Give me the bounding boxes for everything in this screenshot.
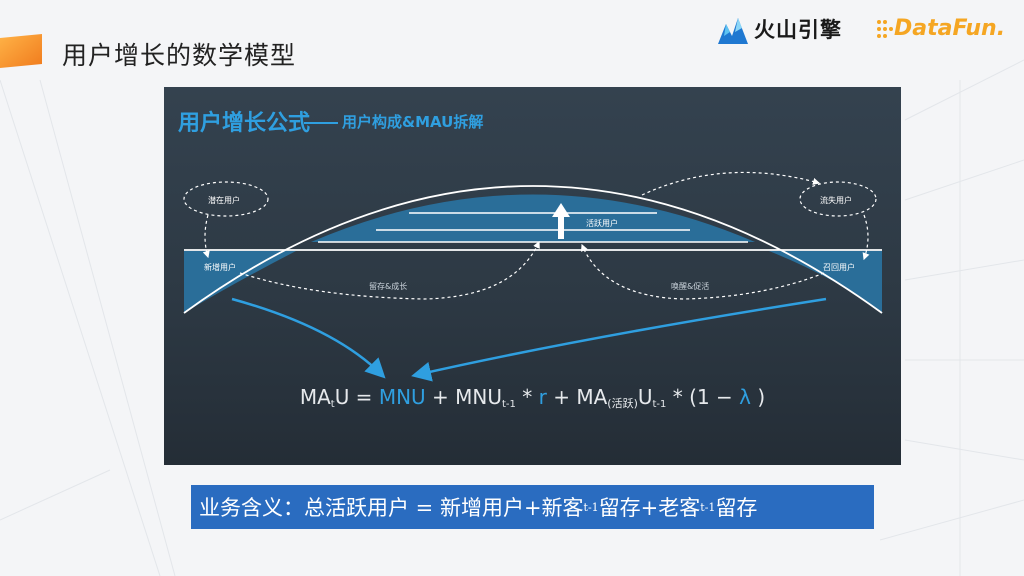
recall-to-formula-arrow xyxy=(411,297,827,382)
formula-mnu-prev: + MNU xyxy=(425,385,502,409)
datafun-wordmark: DataFun. xyxy=(894,16,1006,41)
volcano-engine-logo: 火山引擎 xyxy=(716,14,842,44)
formula-t1-sub: t-1 xyxy=(502,399,516,410)
panel-title: 用户增长公式 xyxy=(178,111,311,136)
formula-times: * xyxy=(515,385,539,409)
formula-ma: MA xyxy=(299,385,331,409)
mau-formula: MAtU = MNU + MNUt-1 * r + MA(活跃)Ut-1 * (… xyxy=(164,385,901,411)
retention-arrow xyxy=(239,240,540,300)
label-wake-activate: 唤醒&促活 xyxy=(671,282,710,291)
panel-subtitle: 用户构成&MAU拆解 xyxy=(342,113,484,131)
formula-close: ) xyxy=(750,385,766,409)
datafun-logo: DataFun. xyxy=(876,16,1005,41)
volcano-engine-wordmark: 火山引擎 xyxy=(754,18,842,42)
meaning-suffix: 留存 xyxy=(715,496,758,520)
new-users-region xyxy=(184,251,296,313)
top-to-churn-arrow xyxy=(641,171,821,196)
formula-u2: U xyxy=(637,385,653,409)
active-users-region xyxy=(311,194,755,242)
formula-ma-active: + MA xyxy=(546,385,608,409)
label-retention-growth: 留存&成长 xyxy=(369,282,408,291)
label-new-users: 新增用户 xyxy=(204,263,236,272)
meaning-prefix: 业务含义：总活跃用户 = 新增用户+新客 xyxy=(199,496,584,520)
formula-u: U xyxy=(334,385,350,409)
formula-lambda: λ xyxy=(739,385,751,409)
label-active-users: 活跃用户 xyxy=(586,219,618,228)
formula-t-sub: t xyxy=(330,399,335,410)
active-growth-arrow xyxy=(558,215,564,239)
volcano-mountain-icon xyxy=(718,18,748,44)
new-to-mnu-arrow xyxy=(231,297,386,379)
formula-active-tag: (活跃) xyxy=(607,397,638,410)
label-potential-users: 潜在用户 xyxy=(208,196,240,205)
slide-title: 用户增长的数学模型 xyxy=(62,41,297,70)
meaning-sub-1: t-1 xyxy=(583,500,599,514)
potential-users-ellipse xyxy=(183,181,269,217)
meaning-mid: 留存+老客 xyxy=(598,496,701,520)
header-accent-bar xyxy=(0,34,42,68)
label-churned-users: 流失用户 xyxy=(820,196,852,205)
recalled-users-region xyxy=(769,251,882,312)
datafun-dots-icon xyxy=(877,19,893,38)
formula-r: r xyxy=(538,385,547,409)
growth-formula-panel: 用户增长公式 用户构成&MAU拆解 潜在用户 流失用户 新增用户 召回用户 活跃… xyxy=(164,87,901,465)
formula-t1-sub-2: t-1 xyxy=(652,399,667,410)
churned-users-ellipse xyxy=(799,181,877,217)
formula-tail: * (1 − xyxy=(666,385,740,409)
user-structure-diagram xyxy=(183,171,883,382)
formula-equals: = xyxy=(349,385,379,409)
formula-mnu: MNU xyxy=(378,385,426,409)
title-dash xyxy=(304,122,338,124)
label-recalled-users: 召回用户 xyxy=(823,263,855,272)
meaning-sub-2: t-1 xyxy=(700,500,716,514)
